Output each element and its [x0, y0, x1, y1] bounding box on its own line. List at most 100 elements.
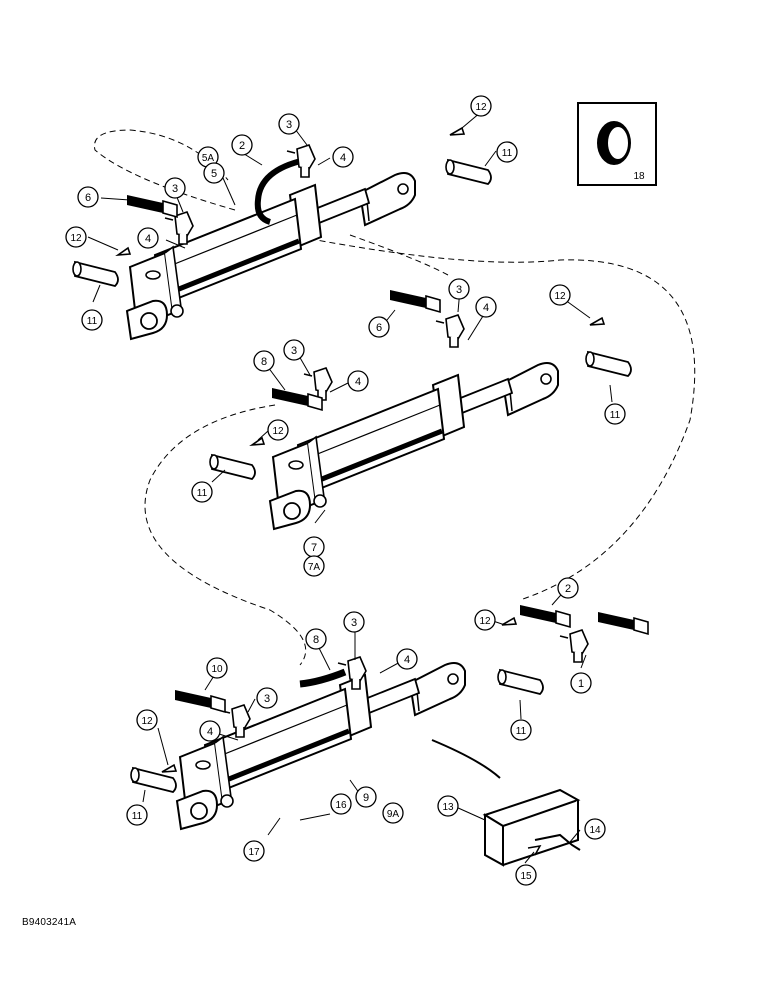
callout-4: 4 [475, 296, 497, 318]
callout-label: 8 [313, 634, 319, 646]
callout-label: 6 [85, 192, 91, 204]
callout-circle [164, 177, 186, 199]
elbow-fitting [435, 314, 465, 348]
adapter-fitting [519, 604, 571, 628]
callout-label: 12 [479, 616, 491, 627]
callout-label: 14 [589, 825, 601, 836]
adapter-fitting [597, 611, 649, 635]
callout-label: 11 [132, 811, 143, 822]
callout-label: 11 [197, 488, 208, 499]
callout-circle [448, 278, 470, 300]
callout-label: 8 [261, 356, 267, 368]
callout-label: 3 [264, 693, 270, 705]
callout-6: 6 [77, 186, 99, 208]
document-code: B9403241A [22, 917, 77, 928]
callout-label: 4 [355, 376, 361, 388]
callout-label: 7A [308, 562, 321, 573]
callout-label: 12 [70, 233, 82, 244]
callout-label: 3 [172, 183, 178, 195]
callout-label: 3 [456, 284, 462, 296]
callout-3: 3 [283, 339, 305, 361]
callout-4: 4 [137, 227, 159, 249]
pin [209, 454, 256, 480]
callout-13: 13 [437, 795, 459, 817]
callout-3: 3 [448, 278, 470, 300]
callout-circle [278, 113, 300, 135]
callout-circle [206, 657, 228, 679]
callout-4: 4 [396, 648, 418, 670]
callout-circle [231, 134, 253, 156]
callout-circle [136, 709, 158, 731]
hose-bottom [299, 668, 347, 688]
callout-label: 9 [363, 792, 369, 804]
callout-8: 8 [305, 628, 327, 650]
callout-circle [243, 840, 265, 862]
callout-circle [81, 309, 103, 331]
callout-9: 9 [355, 786, 377, 808]
callout-16: 16 [330, 793, 352, 815]
callout-label: 5 [211, 168, 217, 180]
elbow-fitting [164, 211, 194, 245]
callout-12: 12 [267, 419, 289, 441]
callout-label: 3 [286, 119, 292, 131]
callout-circle [515, 864, 537, 886]
callout-label: 12 [554, 291, 566, 302]
seal-inset-frame [577, 102, 657, 186]
callout-11: 11 [81, 309, 103, 331]
callout-circle [396, 648, 418, 670]
callout-label: 3 [291, 345, 297, 357]
callout-circle [355, 786, 377, 808]
callout-circle [256, 687, 278, 709]
callout-circle [347, 370, 369, 392]
callout-circle [570, 672, 592, 694]
callout-11: 11 [510, 719, 532, 741]
adapter-fitting [389, 289, 441, 313]
callout-8: 8 [253, 350, 275, 372]
callout-label: 2 [239, 140, 245, 152]
callout-4: 4 [199, 720, 221, 742]
cylinder-top [127, 173, 415, 339]
callout-label: 4 [404, 654, 410, 666]
callout-circle [191, 481, 213, 503]
callout-7: 7 [303, 536, 325, 558]
callout-label: 11 [610, 410, 621, 421]
callout-circle [332, 146, 354, 168]
cotter-pins [115, 126, 606, 773]
hose-segment [431, 739, 501, 779]
callout-1: 1 [570, 672, 592, 694]
callout-label: 4 [483, 302, 489, 314]
callout-12: 12 [474, 609, 496, 631]
callout-11: 11 [604, 403, 626, 425]
bracket [482, 788, 581, 867]
callout-label: 6 [376, 322, 382, 334]
callout-circle [77, 186, 99, 208]
callout-circle [343, 611, 365, 633]
callout-circle [203, 162, 225, 184]
callout-2: 2 [557, 577, 579, 599]
callout-10: 10 [206, 657, 228, 679]
callout-layer: 1223333334444445A56677A8899A101111111111… [65, 95, 645, 886]
callout-4: 4 [332, 146, 354, 168]
callout-circle [199, 720, 221, 742]
callout-label: 9A [387, 809, 400, 820]
callout-circle [475, 296, 497, 318]
pin [497, 669, 544, 695]
callout-3: 3 [256, 687, 278, 709]
callout-11: 11 [496, 141, 518, 163]
callout-11: 11 [126, 804, 148, 826]
callout-label: 16 [335, 800, 347, 811]
callout-label: 12 [141, 716, 153, 727]
leader-lines [87, 111, 613, 864]
callout-12: 12 [136, 709, 158, 731]
adapter-fitting [126, 194, 178, 218]
callout-label: 4 [207, 726, 213, 738]
callout-4: 4 [347, 370, 369, 392]
hose-routing-lines [93, 129, 696, 666]
callout-17: 17 [243, 840, 265, 862]
hose-top [254, 157, 306, 225]
callout-circle [604, 403, 626, 425]
callout-circle [267, 419, 289, 441]
adapter-fitting [174, 689, 226, 713]
callout-circle [474, 609, 496, 631]
